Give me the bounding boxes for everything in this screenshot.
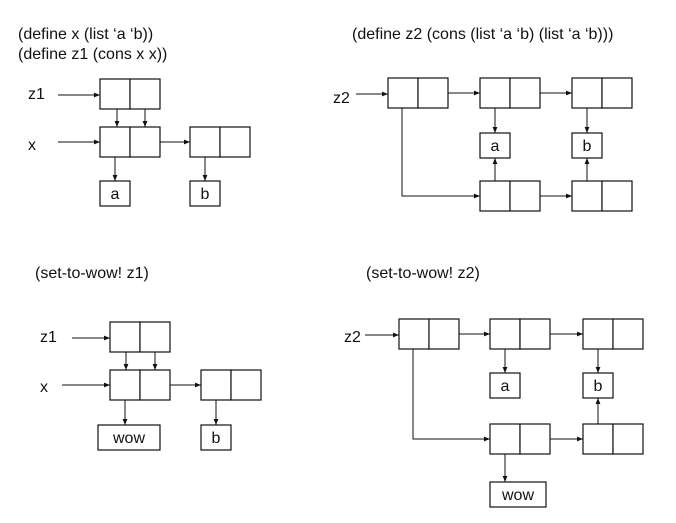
- code-define-x: (define x (list ‘a ‘b)): [18, 26, 153, 43]
- panel-z1-before: (define x (list ‘a ‘b)) (define z1 (cons…: [18, 26, 251, 207]
- panel-z2-after: (set-to-wow! z2) z2 a b wow: [344, 265, 644, 508]
- panel-z2-before: (define z2 (cons (list ‘a ‘b) (list ‘a ‘…: [333, 26, 633, 212]
- x-pair-1: [99, 126, 161, 158]
- code-set-to-wow-z1: (set-to-wow! z1): [35, 265, 149, 282]
- z2-cdr-cell: [417, 77, 449, 109]
- top-list-pair-2-cdr-after: [612, 318, 644, 350]
- top-list-pair-2-car-after: [582, 318, 614, 350]
- atom-a-z2-after: a: [501, 378, 510, 395]
- top-list-pair-1-car: [479, 77, 511, 109]
- z2-car-cell-after: [398, 318, 430, 350]
- x1-car-cell-after: [109, 369, 141, 401]
- z2-car-cell: [387, 77, 419, 109]
- top-list-pair-2-cdr: [601, 77, 633, 109]
- bottom-list-pair-1-car-after: [489, 423, 521, 455]
- atom-a-z2: a: [491, 138, 500, 155]
- label-z2: z2: [333, 90, 350, 107]
- label-x-after: x: [40, 379, 48, 396]
- code-define-z1: (define z1 (cons x x)): [18, 46, 167, 63]
- top-list-pair-1-car-after: [489, 318, 521, 350]
- atom-b-box: [189, 180, 221, 207]
- top-list-pair-1-cdr: [509, 77, 541, 109]
- panel-z1-after: (set-to-wow! z1) z1 x wow b: [35, 265, 262, 451]
- z2-cdr-cell-after: [428, 318, 460, 350]
- label-x: x: [28, 137, 36, 154]
- label-z2-after: z2: [344, 329, 361, 346]
- bottom-list-pair-1-cdr-after: [519, 423, 551, 455]
- top-list-pair-1-cdr-after: [519, 318, 551, 350]
- atom-b-z2: b: [583, 138, 592, 155]
- x1-car-cell: [99, 126, 131, 158]
- label-z1-after: z1: [40, 329, 57, 346]
- z1-car-cell-after: [109, 321, 141, 353]
- x2-cdr-cell-after: [230, 369, 262, 401]
- x-pair-2: [189, 126, 251, 158]
- pointer-z2-car: [401, 108, 480, 199]
- atom-b-z2-after: b: [594, 378, 603, 395]
- bottom-list-pair-2-cdr: [601, 180, 633, 212]
- z1-pair: [99, 78, 161, 110]
- atom-b-after: b: [212, 430, 221, 447]
- label-z1: z1: [28, 86, 45, 103]
- bottom-list-pair-2-cdr-after: [612, 423, 644, 455]
- bottom-list-pair-1-car: [479, 180, 511, 212]
- atom-a-box-z2: [479, 132, 511, 159]
- atom-a: a: [111, 186, 120, 203]
- z1-car-cell: [99, 78, 131, 110]
- z1-cdr-cell: [129, 78, 161, 110]
- top-list-pair-2-car: [571, 77, 603, 109]
- x2-cdr-cell: [219, 126, 251, 158]
- atom-wow: wow: [112, 430, 145, 447]
- x2-car-cell: [189, 126, 221, 158]
- x1-cdr-cell: [129, 126, 161, 158]
- x2-car-cell-after: [200, 369, 232, 401]
- atom-wow-box: [97, 424, 161, 451]
- atom-a-box-z2-after: [489, 372, 521, 399]
- bottom-list-pair-2-car: [571, 180, 603, 212]
- code-define-z2: (define z2 (cons (list ‘a ‘b) (list ‘a ‘…: [352, 26, 613, 43]
- code-set-to-wow-z2: (set-to-wow! z2): [366, 265, 480, 282]
- x1-cdr-cell-after: [139, 369, 171, 401]
- bottom-list-pair-2-car-after: [582, 423, 614, 455]
- pointer-z2-car-after: [412, 349, 490, 442]
- atom-b-box-after: [200, 424, 232, 451]
- z1-cdr-cell-after: [139, 321, 171, 353]
- atom-wow-z2: wow: [501, 487, 534, 504]
- atom-a-box: [99, 180, 131, 207]
- bottom-list-pair-1-cdr: [509, 180, 541, 212]
- atom-b: b: [201, 186, 210, 203]
- atom-wow-box-z2: [489, 481, 547, 508]
